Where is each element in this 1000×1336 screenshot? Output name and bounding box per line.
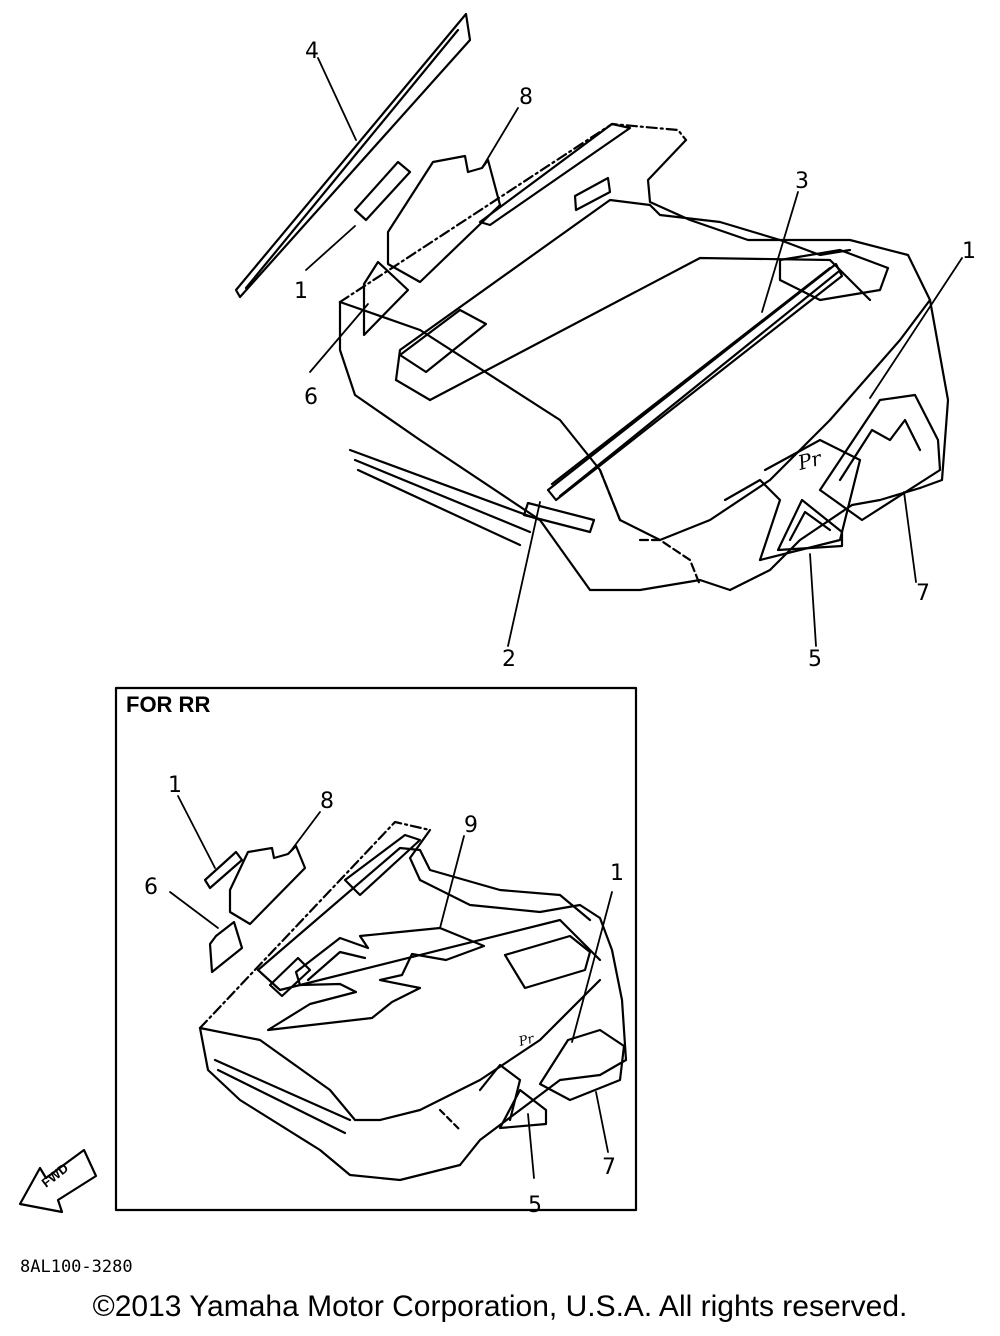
part-6-decal <box>362 260 410 337</box>
callout-1-right: 1 <box>962 239 976 264</box>
callout-5: 5 <box>808 647 822 672</box>
inset-leader-lines <box>169 795 613 1179</box>
callout-1-left: 1 <box>294 279 308 304</box>
fwd-label: FWD <box>39 1160 72 1190</box>
inset-callout-8: 8 <box>320 789 334 814</box>
part-7-flame-decal <box>818 393 942 522</box>
part-4-stripe-decal <box>234 12 472 299</box>
inset-callout-5: 5 <box>528 1193 542 1218</box>
main-leader-lines <box>305 57 963 647</box>
inset-callout-7: 7 <box>602 1155 616 1180</box>
inset-part-8-decal <box>228 844 307 926</box>
inset-callout-9: 9 <box>464 813 478 838</box>
inset-callout-6: 6 <box>144 875 158 900</box>
inset-part-5-decal <box>498 1088 548 1130</box>
callout-6: 6 <box>304 385 318 410</box>
part-7-flame-detail <box>838 418 922 482</box>
inset-part-1-decal <box>203 850 244 890</box>
part-8-decal <box>386 154 502 284</box>
inset-callout-1-top: 1 <box>168 773 182 798</box>
part-5-decal <box>776 498 844 552</box>
callout-2: 2 <box>502 647 516 672</box>
callout-4: 4 <box>305 39 319 64</box>
inset-frame <box>114 686 638 1212</box>
front-fender-body <box>338 122 950 592</box>
callout-8: 8 <box>519 85 533 110</box>
inset-fender-body <box>198 820 628 1182</box>
copyright-notice: ©2013 Yamaha Motor Corporation, U.S.A. A… <box>92 1290 908 1323</box>
part-2-emblem <box>522 501 596 534</box>
inset-part-9-detail <box>306 950 367 982</box>
inset-callout-1-right: 1 <box>610 861 624 886</box>
inset-part-9-flame-decal <box>266 926 486 1032</box>
inset-part-1-logo: Pr <box>516 1032 536 1051</box>
fwd-arrow <box>18 1148 98 1214</box>
inset-part-6-decal <box>208 920 244 974</box>
diagram-part-code: 8AL100-3280 <box>20 1257 133 1277</box>
part-1-logo-decal: Pr <box>794 446 825 475</box>
inset-part-7-flame-decal <box>538 1028 626 1102</box>
part-5-detail <box>788 510 832 542</box>
callout-7: 7 <box>916 581 930 606</box>
part-3-stripe-decal <box>546 262 844 502</box>
part-1-small-decal-left <box>353 160 412 222</box>
callout-3: 3 <box>795 169 809 194</box>
inset-title: FOR RR <box>126 692 210 717</box>
